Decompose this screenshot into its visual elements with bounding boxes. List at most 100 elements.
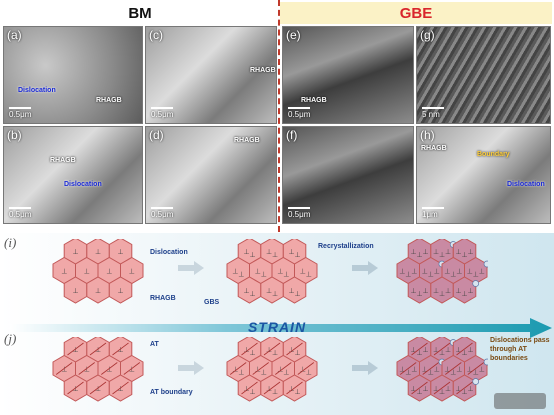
- annealing-twin-line: [286, 342, 303, 356]
- recrystallized-grain: [472, 378, 480, 385]
- dislocation-symbol: ⊥: [232, 366, 238, 374]
- grain-cluster-i1: ⊥⊥⊥⊥⊥⊥⊥⊥⊥⊥: [52, 239, 144, 304]
- recrystallized-grain: [483, 260, 488, 268]
- panel-f: (f) 0.5μm: [282, 126, 414, 224]
- dislocation-symbol: ⊥: [129, 268, 135, 276]
- dislocation-symbol: ⊥: [73, 346, 79, 354]
- panel-e-scalebar: 0.5μm: [288, 107, 311, 119]
- dislocation-symbol: ⊥: [439, 388, 445, 396]
- panel-a-label: (a): [7, 28, 22, 42]
- annealing-twin-line: [411, 381, 428, 395]
- panel-a: (a) Dislocation RHAGB 0.5μm: [3, 26, 143, 124]
- dislocation-symbol: ⊥: [433, 346, 439, 354]
- dislocation-symbol: ⊥: [479, 268, 485, 276]
- dislocation-symbol: ⊥: [462, 251, 468, 259]
- annealing-twin-line: [89, 342, 107, 356]
- annealing-twin-line: [263, 342, 281, 356]
- annealing-twin-line: [241, 381, 258, 395]
- label-rhagb: RHAGB: [150, 295, 176, 302]
- label-at: AT: [150, 341, 159, 348]
- label-dislocation: Dislocation: [150, 249, 188, 256]
- dislocation-symbol: ⊥: [450, 271, 456, 279]
- panel-a-rhagb-note: RHAGB: [96, 97, 122, 104]
- panel-d-scalebar: 0.5μm: [151, 207, 174, 219]
- dislocation-symbol: ⊥: [73, 385, 79, 393]
- panel-d: (d) RHAGB 0.5μm: [145, 126, 277, 224]
- annealing-twin-line: [275, 362, 292, 375]
- dislocation-symbol: ⊥: [244, 248, 250, 256]
- panel-b: (b) RHAGB Dislocation 0.5μm: [3, 126, 143, 224]
- dislocation-symbol: ⊥: [95, 346, 101, 354]
- dislocation-symbol: ⊥: [462, 290, 468, 298]
- dislocation-symbol: ⊥: [456, 385, 462, 393]
- dislocation-symbol: ⊥: [434, 366, 440, 374]
- annealing-twin-line: [252, 362, 269, 375]
- dislocation-symbol: ⊥: [445, 346, 451, 354]
- annealing-twin-line: [411, 342, 428, 356]
- dislocation-symbol: ⊥: [118, 248, 124, 256]
- annealing-twin-line: [433, 381, 451, 395]
- panel-b-dislocation-note: Dislocation: [64, 181, 102, 188]
- dislocation-symbol: ⊥: [433, 248, 439, 256]
- panel-g-scalebar: 5 nm: [422, 107, 444, 119]
- panel-c: (c) RHAGB 0.5μm: [145, 26, 277, 124]
- dislocation-symbol: ⊥: [468, 287, 474, 295]
- dislocation-symbol: ⊥: [95, 385, 101, 393]
- panel-c-label: (c): [149, 28, 163, 42]
- panel-d-label: (d): [149, 128, 164, 142]
- dislocation-symbol: ⊥: [289, 346, 295, 354]
- dislocation-symbol: ⊥: [417, 251, 423, 259]
- panel-e-rhagb-note: RHAGB: [301, 97, 327, 104]
- grain-cluster-i3: ⊥⊥⊥⊥⊥⊥⊥⊥⊥⊥⊥⊥⊥⊥⊥⊥⊥⊥⊥⊥⊥⊥⊥⊥⊥⊥⊥⊥⊥⊥: [396, 239, 488, 304]
- dislocation-symbol: ⊥: [433, 287, 439, 295]
- progress-arrow-j2: [352, 361, 378, 375]
- dislocation-symbol: ⊥: [250, 388, 256, 396]
- dislocation-symbol: ⊥: [423, 248, 429, 256]
- dislocation-symbol: ⊥: [272, 251, 278, 259]
- panel-f-scalebar: 0.5μm: [288, 207, 311, 219]
- dislocation-symbol: ⊥: [439, 290, 445, 298]
- dislocation-symbol: ⊥: [439, 251, 445, 259]
- progress-arrow-j1: [178, 361, 204, 375]
- annealing-twin-line: [263, 381, 281, 395]
- dislocation-symbol: ⊥: [399, 268, 405, 276]
- dislocation-symbol: ⊥: [295, 290, 301, 298]
- dislocation-symbol: ⊥: [61, 268, 67, 276]
- progress-arrow-i2: [352, 261, 378, 275]
- grain-cluster-i2: ⊥⊥⊥⊥⊥⊥⊥⊥⊥⊥⊥⊥⊥⊥⊥⊥⊥⊥⊥⊥: [226, 239, 318, 304]
- annealing-twin-line: [456, 381, 473, 395]
- dislocation-symbol: ⊥: [300, 268, 306, 276]
- panel-c-rhagb-note: RHAGB: [250, 67, 276, 74]
- annealing-twin-line: [229, 362, 247, 375]
- label-at-boundary: AT boundary: [150, 389, 193, 396]
- panel-g: (g) 5 nm: [416, 26, 551, 124]
- annealing-twin-line: [422, 362, 439, 375]
- dislocation-symbol: ⊥: [95, 287, 101, 295]
- dislocation-symbol: ⊥: [468, 385, 474, 393]
- dislocation-symbol: ⊥: [266, 248, 272, 256]
- dislocation-symbol: ⊥: [456, 248, 462, 256]
- dislocation-symbol: ⊥: [106, 366, 112, 374]
- dislocation-symbol: ⊥: [250, 290, 256, 298]
- annealing-twin-line: [297, 362, 315, 375]
- dislocation-symbol: ⊥: [411, 366, 417, 374]
- dislocation-symbol: ⊥: [445, 248, 451, 256]
- panel-h-dislocation-note: Dislocation: [507, 181, 545, 188]
- dislocation-symbol: ⊥: [129, 366, 135, 374]
- dislocation-symbol: ⊥: [479, 366, 485, 374]
- dislocation-symbol: ⊥: [411, 248, 417, 256]
- dislocation-symbol: ⊥: [411, 287, 417, 295]
- grain: [63, 276, 88, 304]
- annealing-twin-line: [78, 362, 95, 375]
- row-i-label: (i): [4, 235, 17, 250]
- grain: [282, 276, 307, 304]
- annealing-twin-line: [89, 381, 107, 395]
- dislocation-symbol: ⊥: [283, 271, 289, 279]
- dislocation-symbol: ⊥: [295, 349, 301, 357]
- annealing-twin-line: [67, 381, 84, 395]
- dislocation-symbol: ⊥: [289, 248, 295, 256]
- dislocation-symbol: ⊥: [473, 271, 479, 279]
- dislocation-symbol: ⊥: [255, 268, 261, 276]
- panel-h-rhagb-note: RHAGB: [421, 145, 447, 152]
- progress-arrow-i1: [178, 261, 204, 275]
